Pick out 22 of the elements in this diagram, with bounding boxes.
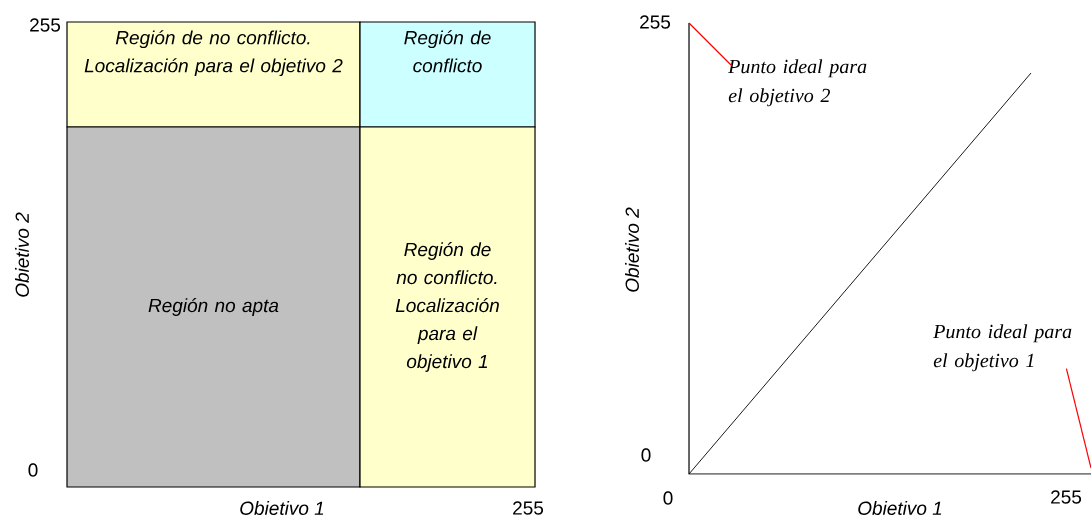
region-box (359, 126, 536, 488)
region-label: Región de conflicto (404, 30, 491, 73)
region-box (66, 21, 361, 128)
callout-text: Punto ideal para el objetivo 2 (728, 59, 867, 107)
tick-label: 0 (663, 491, 673, 505)
callout-text: Punto ideal para el objetivo 1 (933, 324, 1072, 372)
axis-title: Obietivo 1 (858, 501, 942, 515)
tick-label: 0 (28, 463, 38, 477)
tick-label: 255 (1051, 490, 1082, 504)
region-label: Región de no conflicto. Localización para el objetivo 1 (395, 242, 499, 372)
tick-label: 255 (30, 18, 61, 32)
axis-title: Obietivo 2 (15, 212, 29, 297)
tick-label: 255 (640, 15, 671, 29)
axis-title: Obietivo 2 (625, 207, 639, 292)
region-label: Región de no conflicto. Localización para el objetivo 2 (84, 30, 343, 77)
leader-line (688, 22, 733, 67)
tick-label: 0 (641, 448, 651, 462)
region-label: Región no apta (148, 298, 279, 316)
axis-title: Obietivo 1 (240, 501, 324, 515)
region-box (66, 126, 361, 488)
region-box (359, 21, 536, 128)
tick-label: 255 (513, 501, 544, 515)
